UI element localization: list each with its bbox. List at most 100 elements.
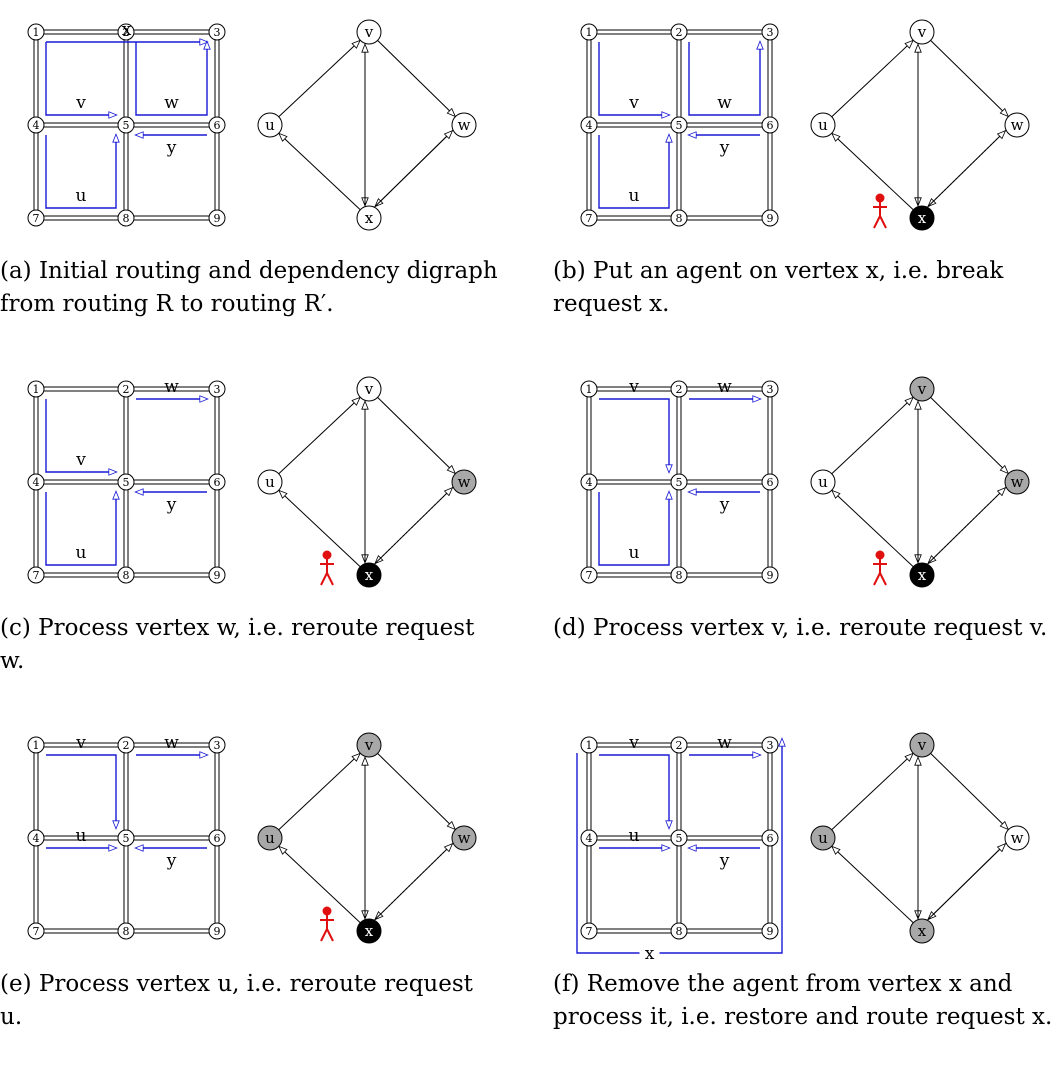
dep-edge-v-w (930, 40, 1008, 116)
caption-e-text: (e) Process vertex u, i.e. reroute reque… (0, 971, 473, 1030)
dep-edge-v-w (377, 753, 455, 829)
route-label-w: w (717, 733, 732, 753)
grid-node-label: 8 (676, 569, 683, 582)
route-label-v: v (75, 733, 86, 753)
route-label-v: v (75, 450, 86, 470)
route-w (135, 40, 211, 116)
route-label-w: w (164, 93, 179, 113)
grid-node-label: 2 (123, 26, 130, 39)
dep-edge-u-v (831, 754, 913, 831)
grid-node (208, 736, 226, 754)
grid-node (208, 829, 226, 847)
dep-vertex-v (909, 19, 935, 45)
grid-node-label: 5 (123, 832, 130, 845)
grid-node (580, 922, 598, 940)
caption-c-text: (c) Process vertex w, i.e. reroute reque… (0, 615, 475, 674)
route-label-y: y (719, 138, 730, 158)
dep-vertex-x (909, 918, 935, 944)
route-label-y: y (166, 495, 177, 515)
caption-d-text: (d) Process vertex v, i.e. reroute reque… (553, 615, 1048, 641)
dep-edge-v-w (377, 397, 455, 473)
grid-node (27, 116, 45, 134)
route-label-y: y (719, 495, 730, 515)
grid-node (580, 736, 598, 754)
dep-vertex-label-v: v (917, 736, 927, 754)
grid-node-label: 5 (676, 476, 683, 489)
route-label-w: w (164, 377, 179, 397)
dep-vertex-label-v: v (917, 380, 927, 398)
grid-node-label: 1 (33, 26, 40, 39)
grid-node (580, 473, 598, 491)
caption-panel-a: (a) Initial routing and dependency digra… (0, 255, 500, 321)
dep-vertex-label-w: w (1011, 829, 1024, 847)
dep-vertex-label-x: x (365, 209, 374, 227)
grid-node-label: 3 (214, 26, 221, 39)
dep-vertex-label-w: w (458, 829, 471, 847)
dep-edge-x-u (832, 847, 914, 924)
agent-limb (326, 928, 334, 942)
caption-b-text: (b) Put an agent on vertex x, i.e. break… (553, 258, 1004, 317)
dep-vertex-w (451, 825, 477, 851)
grid-node-label: 6 (767, 119, 774, 132)
grid-node-label: 4 (33, 832, 40, 845)
grid-node (761, 922, 779, 940)
route-v (45, 399, 118, 476)
grid-node (761, 829, 779, 847)
grid-node (27, 23, 45, 41)
route-label-w: w (717, 377, 732, 397)
grid-node-label: 7 (33, 925, 40, 938)
dep-vertex-u (810, 825, 836, 851)
grid-node (670, 922, 688, 940)
agent-limb (320, 572, 328, 586)
grid-node-label: 9 (767, 925, 774, 938)
grid-node (761, 736, 779, 754)
route-label-v: v (628, 377, 639, 397)
agent-head (875, 550, 885, 560)
dep-vertex-label-v: v (364, 380, 374, 398)
grid-node (208, 23, 226, 41)
dep-vertex-x (356, 918, 382, 944)
caption-panel-f: (f) Remove the agent from vertex x and p… (553, 968, 1053, 1034)
grid-node-label: 3 (767, 383, 774, 396)
grid-node-label: 5 (676, 119, 683, 132)
grid-node (208, 922, 226, 940)
grid-node-label: 8 (676, 925, 683, 938)
dep-vertex-w (451, 112, 477, 138)
grid-node (117, 209, 135, 227)
dep-edge-x-w (374, 131, 452, 208)
grid-node (580, 380, 598, 398)
dep-vertex-x (356, 205, 382, 231)
dep-vertex-label-v: v (917, 23, 927, 41)
grid-node (208, 473, 226, 491)
route-label-y: y (166, 851, 177, 871)
agent-limb (873, 215, 881, 229)
route-label-w: w (717, 93, 732, 113)
dep-vertex-v (356, 732, 382, 758)
grid-node (117, 23, 135, 41)
route-v (599, 754, 673, 830)
dep-vertex-label-x: x (918, 566, 927, 584)
dep-vertex-label-u: u (265, 116, 275, 134)
grid-node-label: 2 (676, 739, 683, 752)
caption-panel-d: (d) Process vertex v, i.e. reroute reque… (553, 612, 1053, 645)
dep-vertex-label-u: u (265, 829, 275, 847)
agent-limb (879, 215, 887, 229)
dep-edge-x-u (279, 491, 361, 568)
dep-vertex-label-w: w (458, 116, 471, 134)
dep-vertex-label-x: x (918, 922, 927, 940)
dep-edge-u-v (831, 398, 913, 475)
dep-edge-u-v (278, 754, 360, 831)
grid-node (208, 380, 226, 398)
route-label-x: x (122, 20, 132, 40)
grid-node-label: 9 (767, 569, 774, 582)
grid-node-label: 3 (767, 739, 774, 752)
grid-node-label: 8 (123, 925, 130, 938)
grid-node (117, 380, 135, 398)
route-label-u: u (629, 186, 640, 206)
dep-edge-x-w (374, 488, 452, 565)
grid-node (27, 566, 45, 584)
